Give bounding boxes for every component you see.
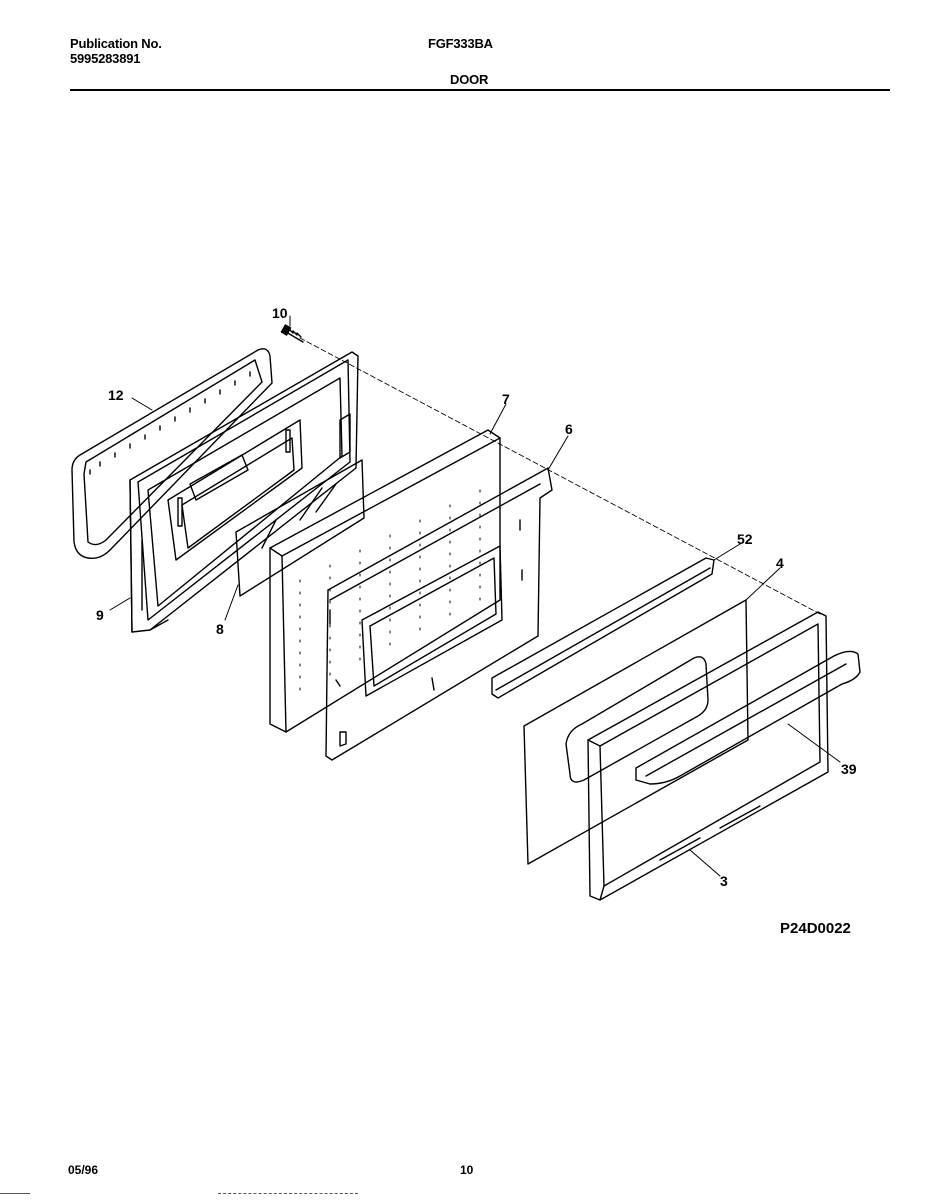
callout-7: 7 bbox=[502, 391, 510, 407]
callouts: 10 12 7 6 9 8 52 4 39 3 bbox=[96, 305, 857, 889]
part-39-handle bbox=[635, 650, 861, 785]
part-4-outer-glass bbox=[523, 599, 749, 865]
publication-number: 5995283891 bbox=[70, 51, 141, 66]
part-8-window-glass bbox=[235, 459, 365, 597]
leader-lines bbox=[109, 315, 841, 877]
part-10-screw bbox=[280, 324, 304, 343]
callout-3: 3 bbox=[720, 873, 728, 889]
page-number: 10 bbox=[460, 1163, 474, 1177]
section-title: DOOR bbox=[450, 72, 489, 87]
callout-8: 8 bbox=[216, 621, 224, 637]
callout-9: 9 bbox=[96, 607, 104, 623]
drawing-code: P24D0022 bbox=[780, 920, 851, 937]
callout-4: 4 bbox=[776, 555, 784, 571]
footer-date: 05/96 bbox=[68, 1163, 99, 1177]
part-12-gasket bbox=[71, 348, 273, 560]
scan-artifact-line bbox=[0, 1193, 30, 1194]
part-3-outer-frame bbox=[587, 611, 829, 901]
part-52-trim bbox=[491, 557, 715, 699]
scan-artifact-line bbox=[218, 1193, 358, 1194]
callout-10: 10 bbox=[272, 305, 288, 321]
callout-6: 6 bbox=[565, 421, 573, 437]
part-6-inner-panel bbox=[325, 467, 553, 761]
callout-12: 12 bbox=[108, 387, 124, 403]
callout-39: 39 bbox=[841, 761, 857, 777]
callout-52: 52 bbox=[737, 531, 753, 547]
part-9-inner-liner bbox=[129, 351, 359, 633]
model-number: FGF333BA bbox=[428, 36, 493, 51]
part-7-insulation bbox=[269, 429, 501, 733]
explosion-axis bbox=[299, 337, 823, 616]
header-rule bbox=[70, 89, 890, 91]
publication-label: Publication No. bbox=[70, 36, 162, 51]
